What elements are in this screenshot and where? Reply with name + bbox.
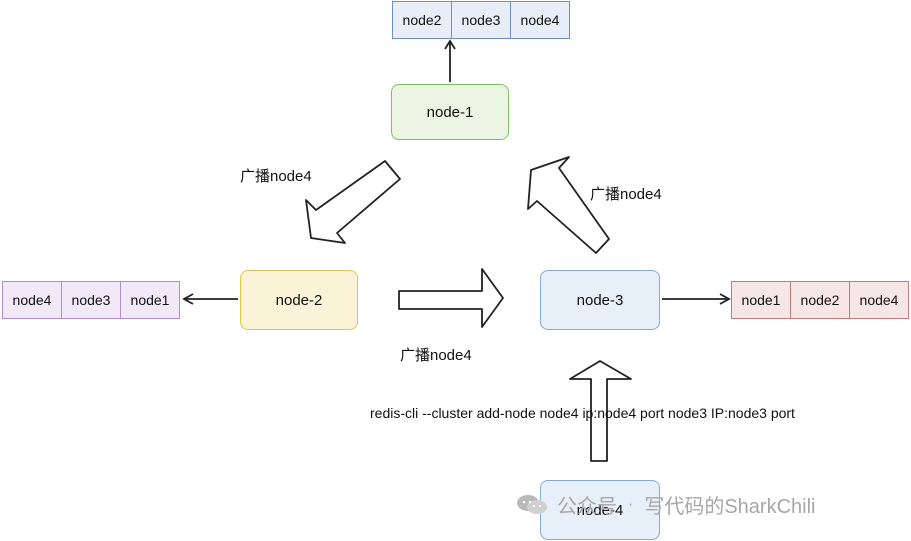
right-node-strip: node1 node2 node4	[731, 281, 909, 319]
wechat-icon	[515, 493, 549, 517]
watermark-source: 公众号	[557, 496, 617, 518]
right-strip-cell-3: node4	[859, 292, 899, 308]
top-strip-cell-3: node4	[520, 12, 560, 28]
broadcast-arrow-upper-right	[527, 156, 610, 254]
left-strip-cell-1: node4	[3, 282, 62, 318]
top-strip-cell-1: node2	[393, 2, 452, 38]
broadcast-arrow-upper-left	[305, 160, 401, 244]
right-strip-cell-1: node1	[732, 282, 791, 318]
right-strip-cell-2: node2	[791, 282, 850, 318]
watermark-separator: ·	[628, 495, 634, 513]
broadcast-label-left-top: 广播node4	[240, 168, 312, 185]
add-node-command: redis-cli --cluster add-node node4 ip:no…	[370, 405, 795, 421]
watermark-author: 写代码的SharkChili	[644, 496, 816, 518]
top-strip-cell-2: node3	[452, 2, 511, 38]
top-node-strip: node2 node3 node4	[392, 1, 570, 39]
left-strip-cell-2: node3	[62, 282, 121, 318]
left-node-strip: node4 node3 node1	[2, 281, 180, 319]
watermark: 公众号 · 写代码的SharkChili	[515, 490, 815, 519]
broadcast-label-middle: 广播node4	[400, 347, 472, 364]
node-3-box: node-3	[540, 270, 660, 330]
broadcast-label-right-top: 广播node4	[590, 186, 662, 203]
add-node-arrow	[569, 360, 632, 462]
node-4-box: node-4	[540, 480, 660, 540]
node-2-box: node-2	[240, 270, 358, 330]
connector-arrows	[182, 39, 731, 305]
broadcast-arrow-middle	[398, 268, 504, 328]
node-1-box: node-1	[391, 84, 509, 140]
left-strip-cell-3: node1	[130, 292, 170, 308]
